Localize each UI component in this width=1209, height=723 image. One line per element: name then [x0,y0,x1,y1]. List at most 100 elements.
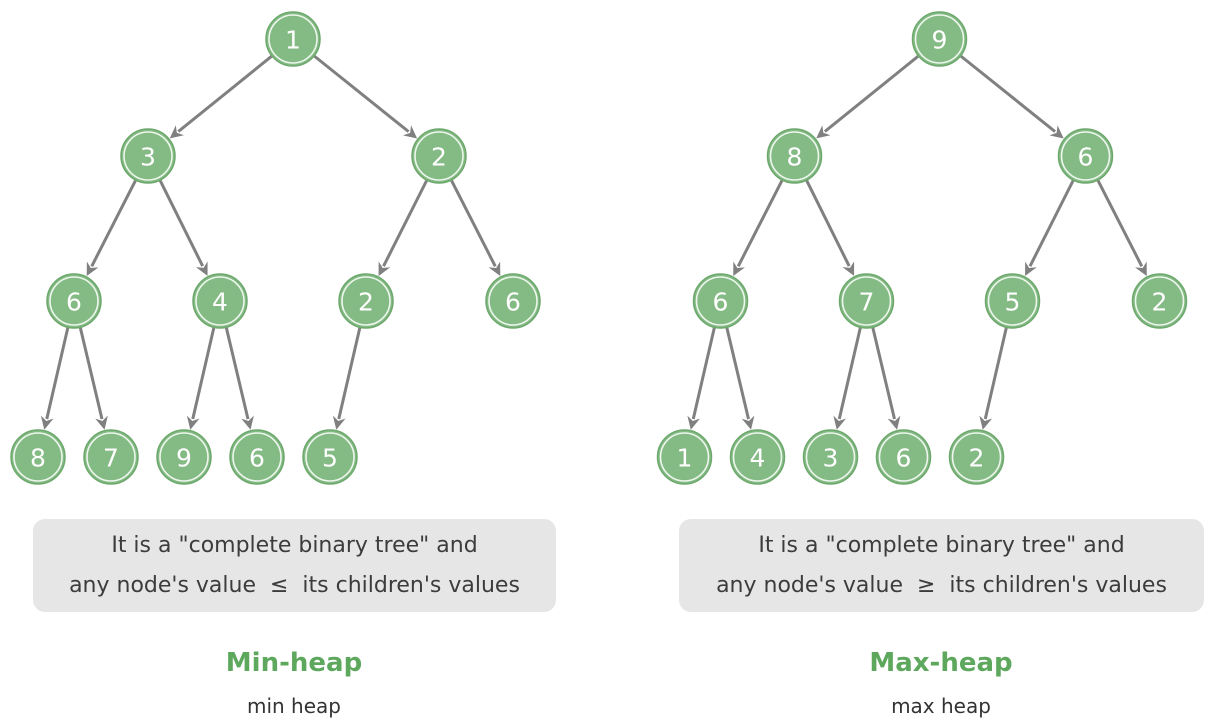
arrowhead-icon [1049,125,1064,139]
node-value: 2 [1152,288,1168,317]
edge-line [449,179,497,267]
node-value: 6 [1078,143,1094,172]
edge [959,54,1064,139]
edge [40,326,70,430]
node-circle [1131,273,1188,329]
tree-node: 8 [10,429,66,485]
tree-node: 2 [338,273,394,329]
edge-line [959,54,1057,133]
edge-line [725,326,750,420]
tree-node: 9 [911,11,968,67]
edge-line [382,179,429,267]
arrowhead-icon [86,261,99,277]
arrowhead-icon [488,261,501,277]
tree-node: 6 [485,273,541,329]
edge [687,326,716,430]
edge-line [191,326,216,420]
node-circle [911,11,968,67]
node-ring [951,432,1002,482]
node-ring [987,276,1038,326]
node-value: 5 [1005,288,1021,317]
node-ring [732,432,783,482]
node-ring [1134,276,1185,326]
edge [169,54,273,139]
node-value: 9 [932,26,948,55]
arrowhead-icon [733,261,745,277]
edge-line [1028,179,1075,267]
arrowhead-icon [195,261,208,276]
arrowhead-icon [169,125,184,139]
arrowhead-icon [241,415,254,430]
node-circle [120,128,176,184]
tree-node: 7 [83,429,139,485]
node-ring [488,276,538,326]
node-circle [156,429,212,485]
node-ring [13,432,63,482]
tree-node: 5 [302,429,358,485]
arrowhead-icon [402,125,418,139]
edge [979,326,1008,430]
node-value: 3 [823,444,839,473]
tree-node: 8 [766,128,823,184]
tree-node: 3 [802,429,859,485]
caption-line-1: It is a "complete binary tree" and [111,532,478,558]
node-value: 2 [969,444,985,473]
edge-line [1096,179,1144,267]
edge [1096,179,1147,277]
node-ring [878,432,929,482]
node-circle [984,273,1041,329]
node-circle [656,429,713,485]
node-ring [305,432,355,482]
node-ring [805,432,856,482]
tree-node: 4 [192,273,248,329]
node-value: 4 [750,444,766,473]
edge-line [823,54,920,133]
node-circle [485,273,541,329]
tree-node: 6 [875,429,932,485]
arrowhead-icon [378,261,391,276]
node-ring [841,276,892,326]
arrowhead-icon [186,415,200,430]
node-ring [695,276,746,326]
node-value: 6 [896,444,912,473]
edge [224,326,254,430]
edge-line [90,179,138,267]
tree-node: 2 [411,128,467,184]
caption-line-1: It is a "complete binary tree" and [758,532,1125,558]
node-value: 5 [322,444,338,473]
edge-line [337,326,362,420]
tree-node: 5 [984,273,1041,329]
tree-node: 9 [156,429,212,485]
arrowhead-icon [40,415,54,430]
edge [871,326,901,430]
caption-line-2: any node's value ≥ its children's values [716,572,1167,598]
edge [313,54,418,139]
tree-node: 7 [838,273,895,329]
tree-node: 2 [948,429,1005,485]
edge [1025,179,1075,276]
node-circle [692,273,749,329]
node-ring [1060,131,1111,181]
node-value: 7 [103,444,119,473]
node-circle [83,429,139,485]
edge-line [158,179,204,267]
node-ring [49,276,99,326]
node-circle [302,429,358,485]
node-value: 2 [431,143,447,172]
node-circle [192,273,248,329]
edge [332,326,362,430]
node-ring [159,432,209,482]
edge [158,179,208,276]
min-heap-subtitle: min heap [246,694,341,718]
node-ring [659,432,710,482]
edge-line [871,326,896,420]
tree-node: 6 [1057,128,1114,184]
node-value: 6 [713,288,729,317]
edge [833,326,862,430]
node-ring [414,131,464,181]
node-circle [10,429,66,485]
arrowhead-icon [842,261,855,276]
tree-node: 2 [1131,273,1188,329]
